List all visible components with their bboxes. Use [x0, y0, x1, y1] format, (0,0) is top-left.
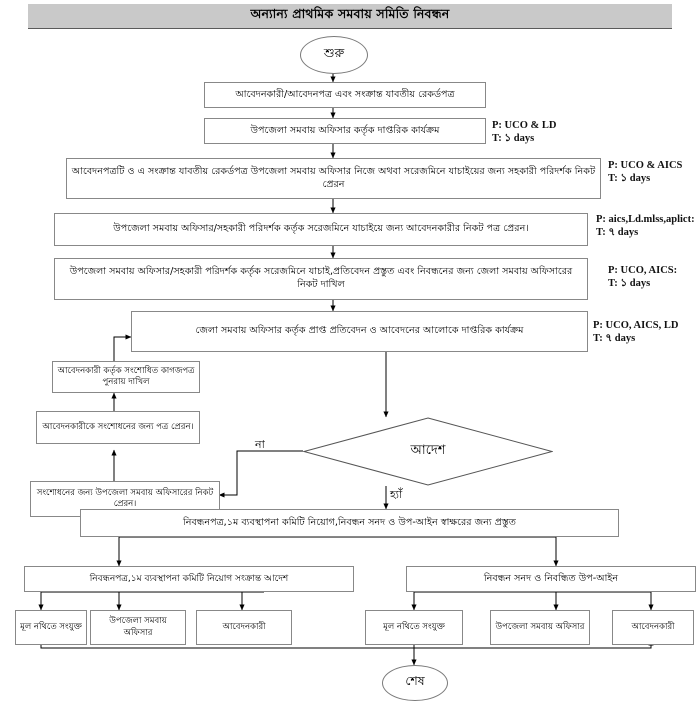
annotation-uco-aics-ld-time: T: ৭ days: [593, 332, 636, 344]
annotation-uco-aics-2: P: UCO, AICS: T: ১ days: [608, 265, 677, 291]
node-resubmit[interactable]: আবেদনকারী কর্তৃক সংশোধিত কাগজপত্র পুনরায…: [52, 361, 200, 393]
node-ready-for-signature-label: নিবন্ধনপত্র,১ম ব্যবস্থাপনা কমিটি নিয়োগ,…: [182, 516, 517, 528]
annotation-uco-aics: P: UCO & AICS T: ১ days: [608, 160, 682, 186]
node-submit-district-label: উপজেলা সমবায় অফিসার/সহকারী পরিদর্শক কর্…: [69, 266, 573, 290]
node-notify-applicant[interactable]: আবেদনকারীকে সংশোধনের জন্য পত্র প্রেরন।: [36, 411, 200, 444]
node-send-inspector-label: আবেদনপত্রটি ও এ সংক্রান্ত যাবতীয় রেকর্ড…: [71, 165, 596, 190]
node-output-right-3-label: আবেদনকারী: [631, 621, 675, 632]
node-output-right-2-label: উপজেলা সমবায় অফিসার: [495, 621, 585, 632]
node-uco-office-label: উপজেলা সমবায় অফিসার কর্তৃক দাপ্তরিক কার…: [250, 124, 440, 136]
node-output-right-2[interactable]: উপজেলা সমবায় অফিসার: [490, 610, 590, 645]
annotation-aics-ld-mlss: P: aics,Ld.mlss,aplict: T: ৭ days: [596, 214, 695, 240]
decision-order-label: আদেশ: [410, 443, 446, 458]
node-ready-for-signature[interactable]: নিবন্ধনপত্র,১ম ব্যবস্থাপনা কমিটি নিয়োগ,…: [80, 509, 619, 537]
annotation-uco-ld-people: P: UCO & LD: [492, 120, 557, 131]
node-output-left-2-label: উপজেলা সমবায় অফিসার: [109, 616, 167, 638]
annotation-aics-ld-mlss-time: T: ৭ days: [596, 226, 639, 238]
edge-label-yes: হ্যাঁ: [390, 488, 403, 501]
annotation-uco-aics-ld-people: P: UCO, AICS, LD: [593, 320, 679, 331]
node-send-uco-label: সংশোধনের জন্য উপজেলা সমবায় অফিসারের নিক…: [36, 487, 214, 509]
node-district-action[interactable]: জেলা সমবায় অফিসার কর্তৃক প্রাপ্ত প্রতিব…: [131, 311, 588, 352]
node-send-inspector[interactable]: আবেদনপত্রটি ও এ সংক্রান্ত যাবতীয় রেকর্ড…: [66, 158, 601, 199]
node-submit-district[interactable]: উপজেলা সমবায় অফিসার/সহকারী পরিদর্শক কর্…: [54, 258, 588, 300]
node-letter-applicant-label: উপজেলা সমবায় অফিসার/সহকারী পরিদর্শক কর্…: [113, 223, 529, 235]
end-terminal-label: শেষ: [405, 673, 425, 688]
node-records[interactable]: আবেদনকারী/আবেদনপত্র এবং সংক্রান্ত যাবতীয…: [204, 82, 486, 108]
node-output-left-3[interactable]: আবেদনকারী: [196, 610, 292, 645]
node-records-label: আবেদনকারী/আবেদনপত্র এবং সংক্রান্ত যাবতীয…: [235, 88, 455, 100]
annotation-uco-aics-people: P: UCO & AICS: [608, 160, 683, 171]
annotation-uco-ld-time: T: ১ days: [492, 132, 535, 144]
node-letter-applicant[interactable]: উপজেলা সমবায় অফিসার/সহকারী পরিদর্শক কর্…: [54, 213, 588, 246]
node-resubmit-label: আবেদনকারী কর্তৃক সংশোধিত কাগজপত্র পুনরায…: [57, 365, 195, 387]
annotation-uco-aics-2-people: P: UCO, AICS:: [608, 265, 678, 276]
node-left-branch-order-label: নিবন্ধনপত্র,১ম ব্যবস্থাপনা কমিটি নিয়োগ …: [89, 573, 289, 584]
node-notify-applicant-label: আবেদনকারীকে সংশোধনের জন্য পত্র প্রেরন।: [42, 421, 194, 432]
title-divider: [28, 28, 672, 29]
annotation-uco-ld: P: UCO & LD T: ১ days: [492, 120, 556, 146]
end-terminal: শেষ: [382, 665, 448, 701]
node-output-left-2[interactable]: উপজেলা সমবায় অফিসার: [90, 610, 186, 645]
node-district-action-label: জেলা সমবায় অফিসার কর্তৃক প্রাপ্ত প্রতিব…: [195, 325, 524, 337]
node-output-right-1-label: মূল নথিতে সংযুক্ত: [383, 621, 445, 632]
node-output-left-1[interactable]: মূল নথিতে সংযুক্ত: [15, 610, 87, 645]
node-output-left-3-label: আবেদনকারী: [222, 621, 266, 632]
start-terminal-label: শুরু: [323, 45, 345, 60]
annotation-uco-aics-time: T: ১ days: [608, 172, 651, 184]
node-output-left-1-label: মূল নথিতে সংযুক্ত: [20, 621, 82, 632]
page-title: অন্যান্য প্রাথমিক সমবায় সমিতি নিবন্ধন: [250, 6, 450, 21]
node-left-branch-order[interactable]: নিবন্ধনপত্র,১ম ব্যবস্থাপনা কমিটি নিয়োগ …: [24, 566, 354, 592]
annotation-aics-ld-mlss-people: P: aics,Ld.mlss,aplict:: [596, 214, 695, 225]
node-uco-office[interactable]: উপজেলা সমবায় অফিসার কর্তৃক দাপ্তরিক কার…: [204, 118, 486, 144]
annotation-uco-aics-2-time: T: ১ days: [608, 277, 651, 289]
edge-label-no: না: [255, 438, 265, 451]
node-right-branch-certificate-label: নিবন্ধন সনদ ও নিবন্ধিত উপ-আইন: [483, 572, 619, 584]
decision-order[interactable]: আদেশ: [303, 417, 553, 486]
start-terminal: শুরু: [300, 36, 368, 74]
node-output-right-1[interactable]: মূল নথিতে সংযুক্ত: [365, 610, 463, 645]
node-right-branch-certificate[interactable]: নিবন্ধন সনদ ও নিবন্ধিত উপ-আইন: [406, 566, 696, 592]
node-output-right-3[interactable]: আবেদনকারী: [612, 610, 694, 645]
annotation-uco-aics-ld: P: UCO, AICS, LD T: ৭ days: [593, 320, 678, 346]
